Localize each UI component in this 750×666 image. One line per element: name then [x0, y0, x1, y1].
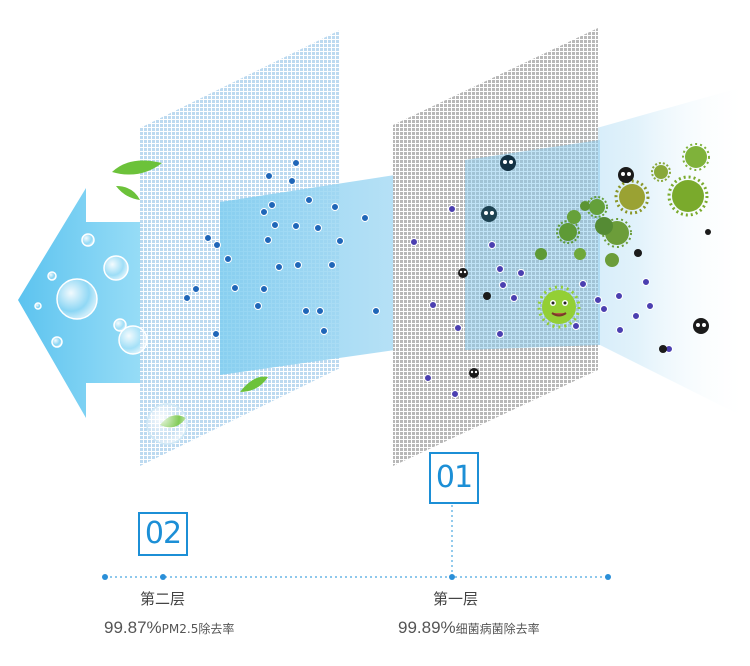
bubble-icon	[52, 337, 62, 347]
dust-mite-icon	[458, 268, 468, 278]
pm25-particle-icon	[337, 238, 344, 245]
germ-icon	[574, 248, 586, 260]
dust-mite-icon	[659, 345, 667, 353]
dust-mite-icon	[634, 249, 642, 257]
pm25-particle-icon	[272, 222, 279, 229]
pm25-particle-icon	[362, 215, 369, 222]
pm25-particle-icon	[214, 242, 221, 249]
dust-mite-icon	[500, 155, 516, 171]
layer-2-rate: 99.87%PM2.5除去率	[104, 618, 234, 638]
dust-mite-icon	[705, 229, 711, 235]
bubble-icon	[147, 404, 187, 444]
dust-mite-icon	[483, 292, 491, 300]
pm25-particle-icon	[205, 235, 212, 242]
airflow-band-layer-2	[220, 175, 395, 375]
pm25-particle-icon	[265, 237, 272, 244]
bubble-icon	[82, 234, 94, 246]
leaf-icon	[116, 186, 140, 200]
pm25-particle-icon	[329, 262, 336, 269]
pm25-particle-icon	[213, 331, 220, 338]
pm25-particle-icon	[232, 285, 239, 292]
pm25-particle-icon	[317, 308, 324, 315]
pm25-particle-icon	[193, 286, 200, 293]
pm25-particle-icon	[321, 328, 328, 335]
pm25-particle-icon	[332, 204, 339, 211]
pm25-particle-icon	[261, 209, 268, 216]
dust-mite-icon	[481, 206, 497, 222]
airflow-band-layer-1	[465, 140, 600, 350]
layer-1-rate: 99.89%细菌病菌除去率	[398, 618, 540, 638]
pm25-particle-icon	[261, 286, 268, 293]
pm25-particle-icon	[266, 173, 273, 180]
dust-mite-icon	[618, 167, 634, 183]
germ-icon	[567, 210, 581, 224]
bubble-icon	[114, 319, 126, 331]
pm25-particle-icon	[293, 223, 300, 230]
dust-mite-icon	[469, 368, 479, 378]
pm25-particle-icon	[289, 178, 296, 185]
pm25-particle-icon	[315, 225, 322, 232]
germ-icon	[535, 248, 547, 260]
layer-1-rate-value: 99.89%	[398, 618, 456, 637]
bubble-icon	[104, 256, 128, 280]
germ-icon	[580, 201, 590, 211]
bubble-icon	[57, 279, 97, 319]
bubble-icon	[48, 272, 56, 280]
germ-icon	[605, 253, 619, 267]
layer-1-name: 第一层	[433, 588, 478, 609]
pm25-particle-icon	[276, 264, 283, 271]
pm25-particle-icon	[306, 197, 313, 204]
pm25-particle-icon	[225, 256, 232, 263]
pm25-particle-icon	[269, 202, 276, 209]
layer-1-rate-desc: 细菌病菌除去率	[456, 622, 540, 636]
layer-2-rate-value: 99.87%	[104, 618, 162, 637]
dust-mite-icon	[693, 318, 709, 334]
layer-1-number-badge: 01	[429, 452, 479, 504]
pm25-particle-icon	[184, 295, 191, 302]
bubble-icon	[35, 303, 41, 309]
pm25-particle-icon	[255, 303, 262, 310]
layer-2-name: 第二层	[140, 588, 185, 609]
pm25-particle-icon	[293, 160, 300, 167]
pm25-particle-icon	[295, 262, 302, 269]
germ-icon	[595, 217, 613, 235]
pm25-particle-icon	[373, 308, 380, 315]
layer-2-number-badge: 02	[138, 512, 188, 556]
germ-icon	[683, 144, 709, 170]
pm25-particle-icon	[303, 308, 310, 315]
layer-2-rate-desc: PM2.5除去率	[162, 622, 235, 636]
